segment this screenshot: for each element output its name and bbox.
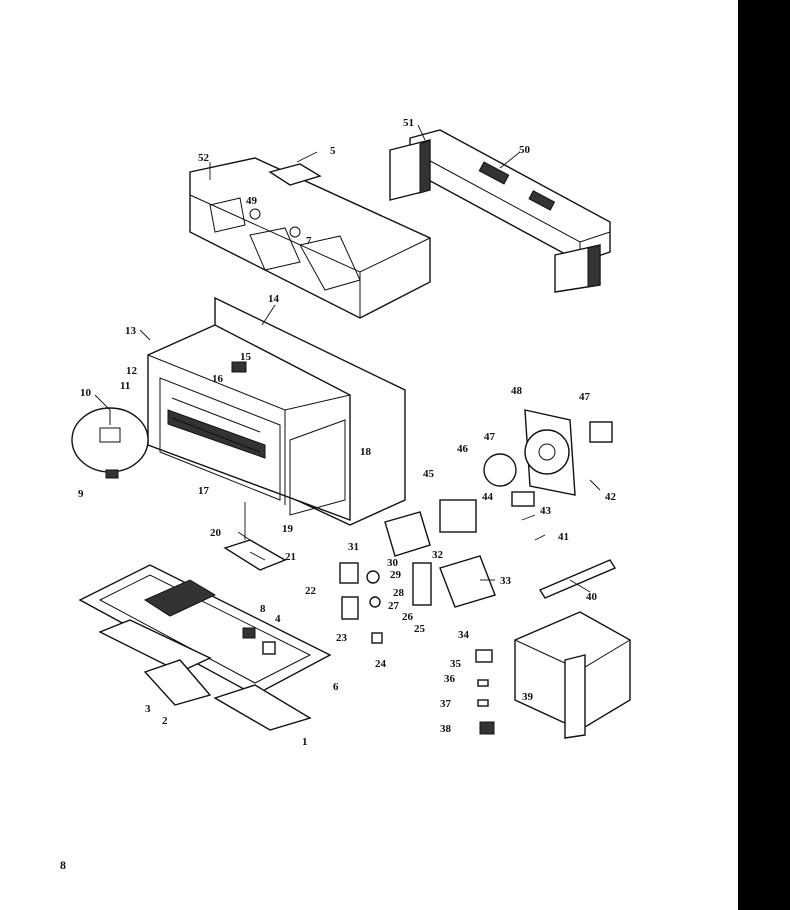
callout-labels: 1 2 3 4 5 6 7 8 9 10 11 12 13 14 15 16 1…	[78, 117, 617, 748]
callout-47a: 47	[484, 431, 496, 443]
callout-28: 28	[393, 587, 405, 599]
callout-42: 42	[605, 491, 617, 503]
callout-30: 30	[387, 557, 399, 569]
callout-52: 52	[198, 152, 210, 164]
right-scan-edge	[738, 0, 790, 910]
callout-2: 2	[162, 715, 168, 727]
callout-39: 39	[522, 691, 534, 703]
part-base-panel	[78, 539, 332, 731]
callout-24: 24	[375, 658, 387, 670]
callout-26: 26	[402, 611, 414, 623]
callout-47b: 47	[579, 391, 591, 403]
callout-25: 25	[414, 623, 426, 635]
callout-15: 15	[240, 351, 252, 363]
callout-10: 10	[80, 387, 92, 399]
callout-8: 8	[260, 603, 266, 615]
callout-34: 34	[458, 629, 470, 641]
callout-51: 51	[403, 117, 414, 129]
page-number: 8	[60, 858, 66, 872]
callout-17: 17	[198, 485, 210, 497]
callout-5: 5	[330, 145, 336, 157]
callout-3: 3	[145, 703, 151, 715]
callout-23: 23	[336, 632, 348, 644]
part-side-panel	[514, 559, 631, 739]
callout-12: 12	[126, 365, 138, 377]
callout-14: 14	[268, 293, 280, 305]
callout-45: 45	[423, 468, 435, 480]
callout-49: 49	[246, 195, 258, 207]
part-oven-cavity	[147, 296, 406, 526]
callout-33: 33	[500, 575, 512, 587]
callout-22: 22	[305, 585, 317, 597]
callout-43: 43	[540, 505, 552, 517]
callout-38: 38	[440, 723, 452, 735]
part-fan-assembly	[483, 409, 613, 496]
callout-19: 19	[282, 523, 294, 535]
callout-18: 18	[360, 446, 372, 458]
callout-21: 21	[285, 551, 296, 563]
callout-40: 40	[586, 591, 598, 603]
callout-29: 29	[390, 569, 402, 581]
callout-44: 44	[482, 491, 494, 503]
callout-46: 46	[457, 443, 469, 455]
callout-20: 20	[210, 527, 222, 539]
callout-41: 41	[558, 531, 569, 543]
callout-35: 35	[450, 658, 462, 670]
part-small-components	[475, 649, 495, 735]
callout-11: 11	[120, 380, 130, 392]
callout-27: 27	[388, 600, 400, 612]
callout-50: 50	[519, 144, 531, 156]
callout-36: 36	[444, 673, 456, 685]
callout-16: 16	[212, 373, 224, 385]
part-turntable	[71, 407, 149, 479]
leader-lines	[94, 124, 601, 593]
callout-32: 32	[432, 549, 444, 561]
part-electrical-components	[339, 491, 535, 644]
callout-9: 9	[78, 488, 84, 500]
callout-6: 6	[333, 681, 339, 693]
callout-7: 7	[306, 235, 312, 247]
callout-1: 1	[302, 736, 308, 748]
callout-37: 37	[440, 698, 452, 710]
part-back-plate	[389, 129, 611, 293]
callout-13: 13	[125, 325, 137, 337]
callout-48: 48	[511, 385, 523, 397]
callout-4: 4	[275, 613, 281, 625]
part-top-air-guide	[189, 157, 431, 319]
callout-31: 31	[348, 541, 359, 553]
